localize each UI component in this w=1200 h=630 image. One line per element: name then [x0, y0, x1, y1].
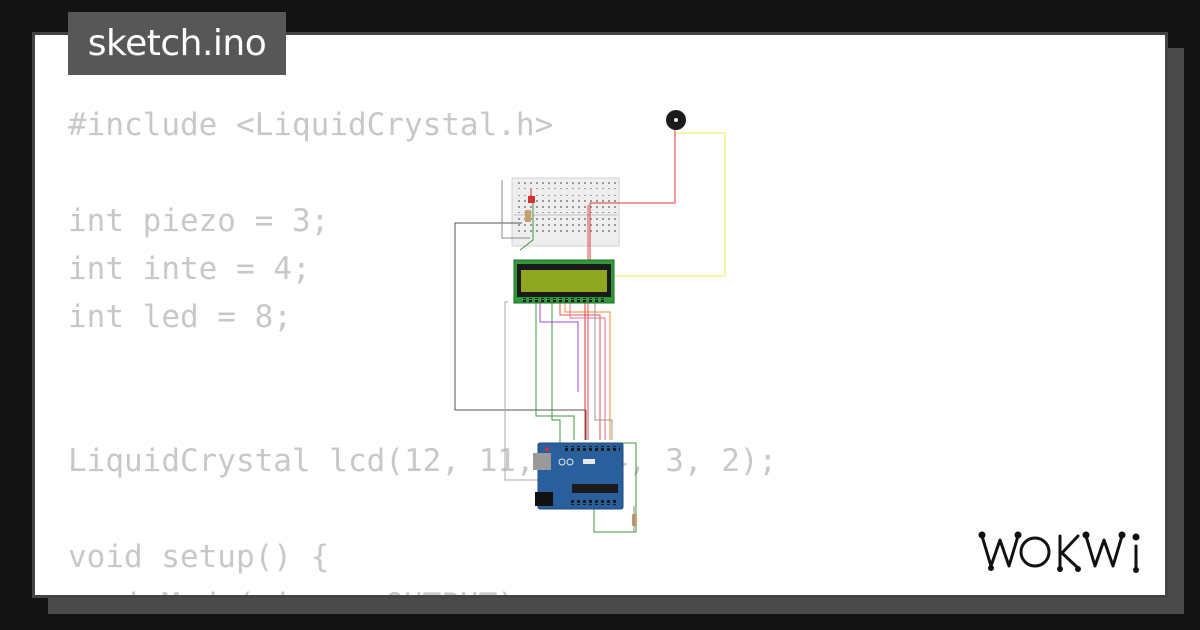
- resistor-icon: [525, 210, 531, 222]
- code-line: LiquidCrystal lcd(12, 11, 5, 4, 3, 2);: [68, 443, 778, 479]
- breadboard-icon: [511, 177, 620, 247]
- resistor-icon: [632, 506, 637, 532]
- piezo-buzzer-icon: [666, 110, 686, 130]
- lcd-display-icon: [513, 259, 615, 304]
- wokwi-logo-icon: [978, 531, 1140, 573]
- code-line: int inte = 4;: [68, 251, 311, 287]
- file-tab[interactable]: sketch.ino: [68, 12, 286, 75]
- code-line: int piezo = 3;: [68, 203, 330, 239]
- code-line: int led = 8;: [68, 299, 292, 335]
- code-line: void setup() {: [68, 539, 330, 575]
- code-line: #include <LiquidCrystal.h>: [68, 107, 554, 143]
- wires: [454, 128, 726, 533]
- code-line: pinMode(piezo, OUTPUT);: [68, 581, 777, 595]
- led-icon: [528, 189, 535, 203]
- code-editor: #include <LiquidCrystal.h> int piezo = 3;…: [68, 101, 778, 595]
- arduino-uno-icon: [533, 442, 624, 510]
